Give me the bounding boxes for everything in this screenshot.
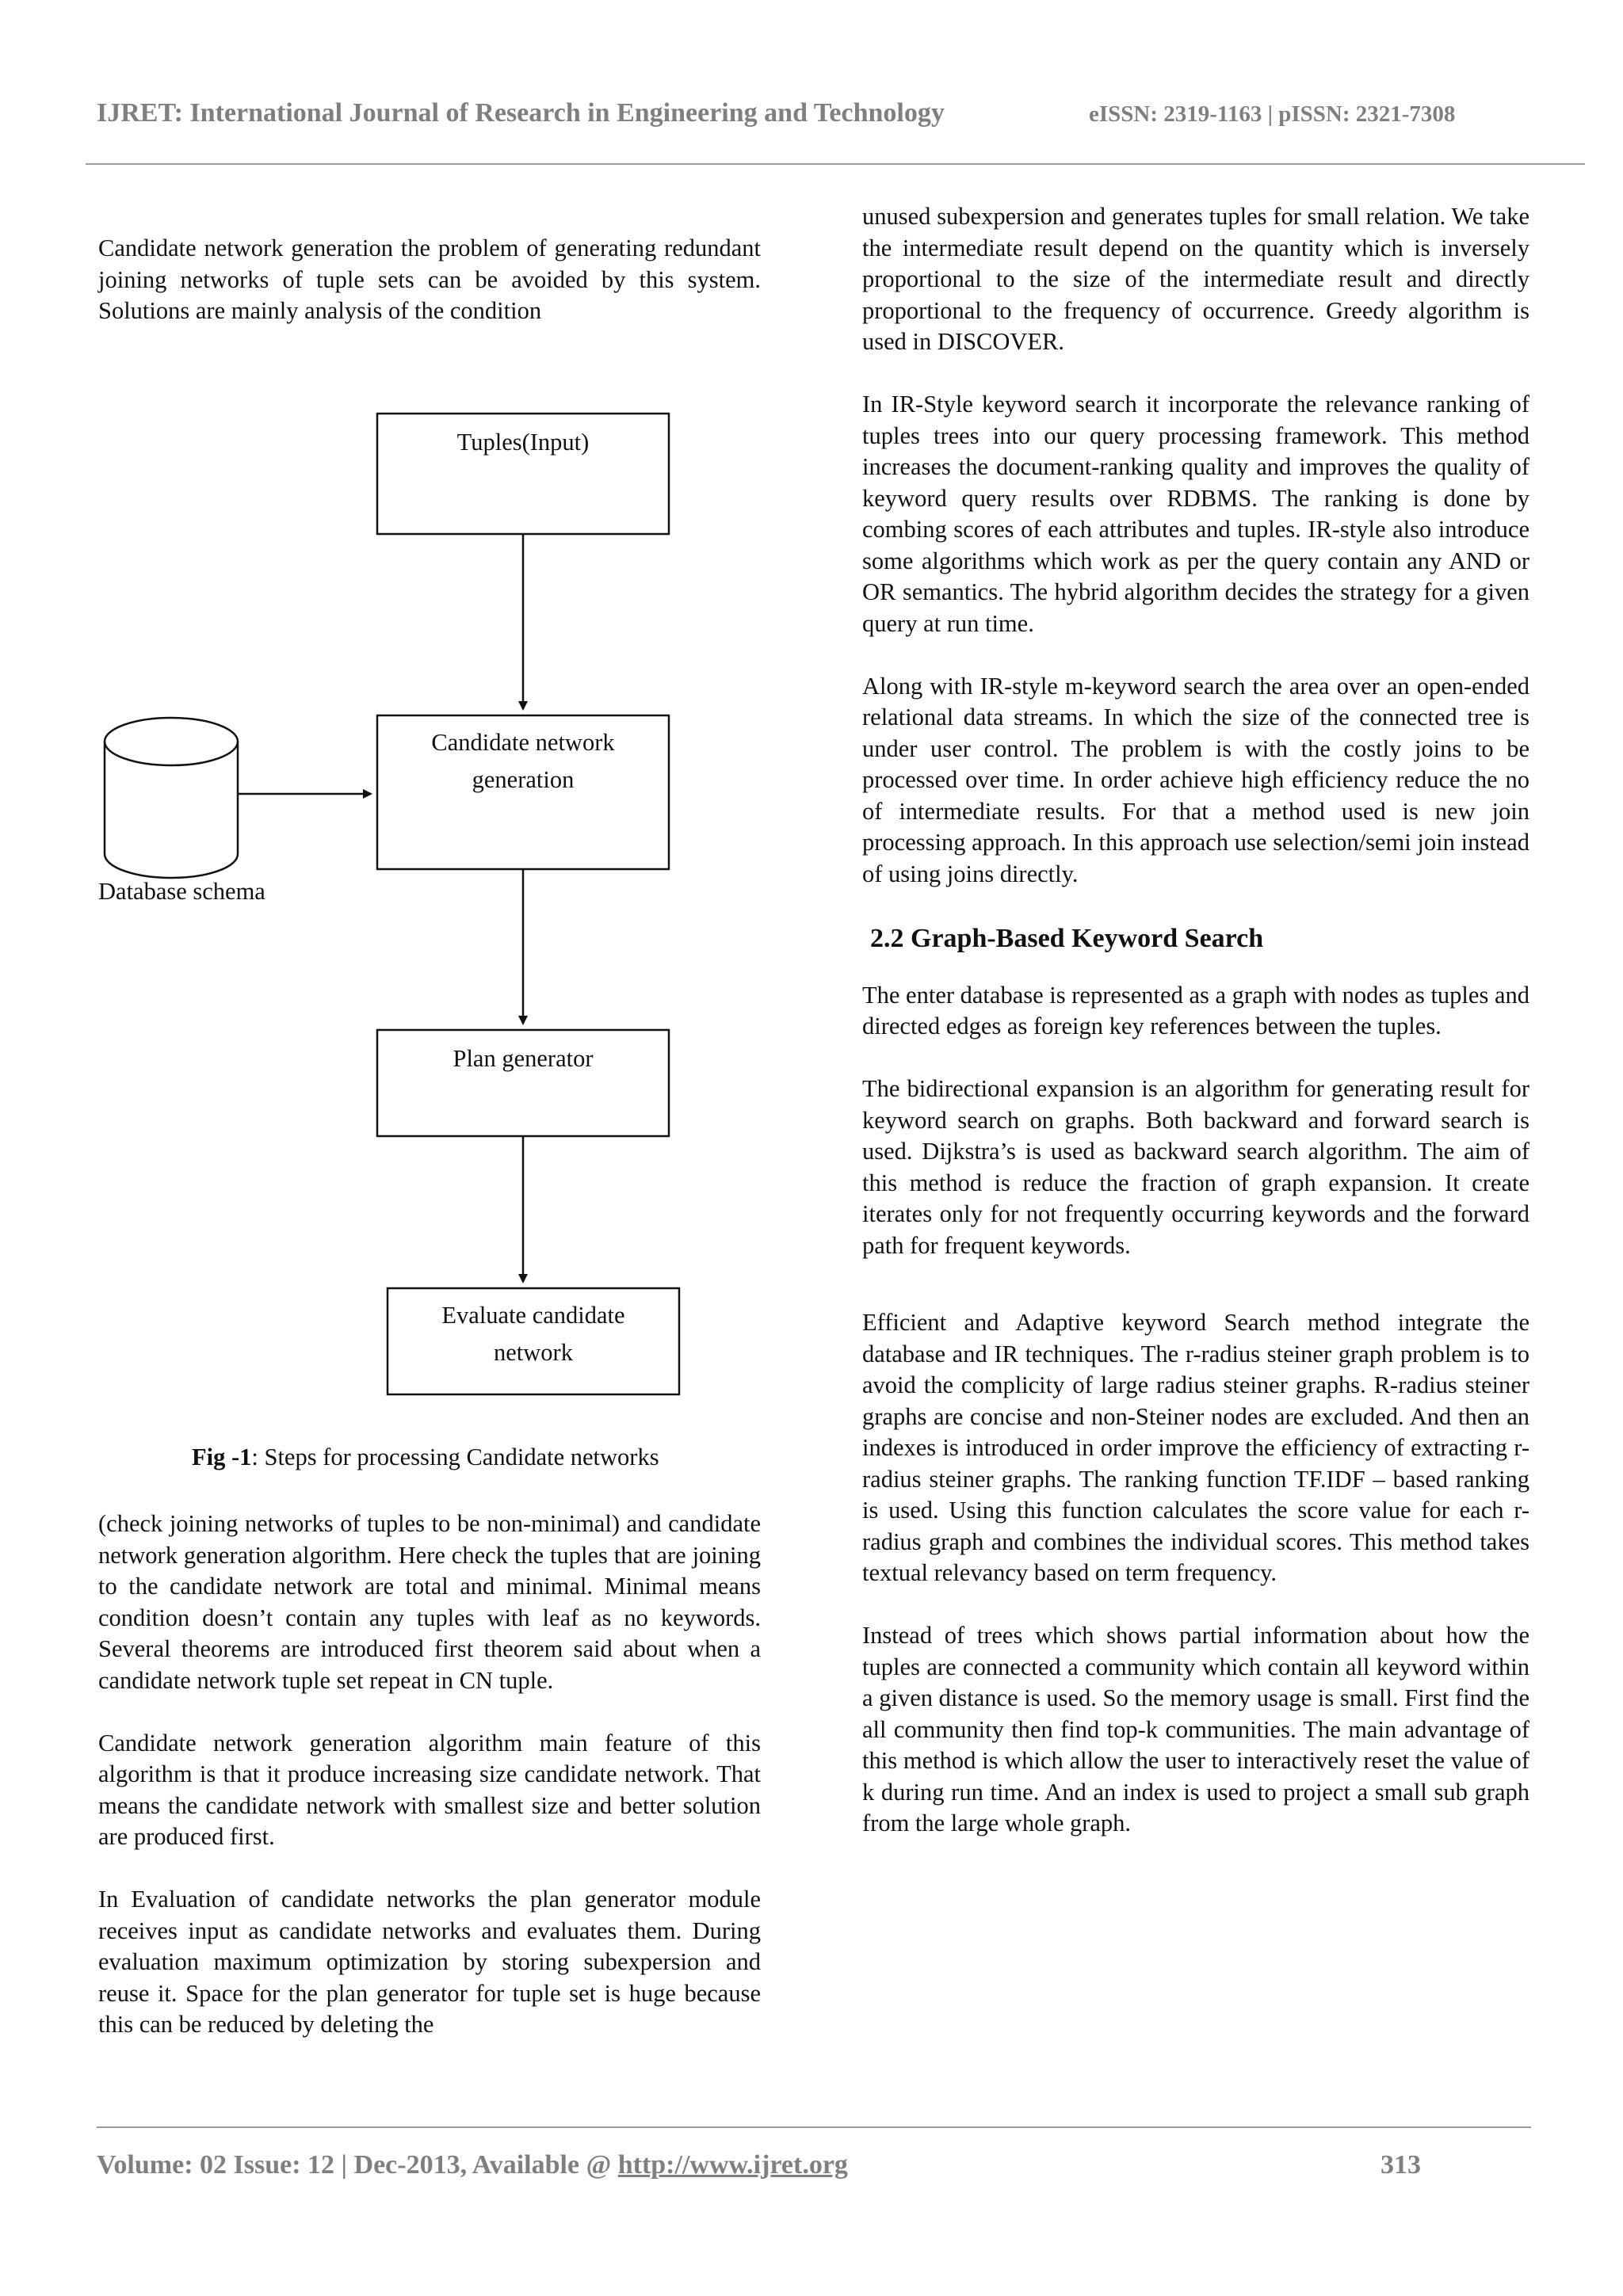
flowchart-figure: Tuples(Input) Candidate network generati… xyxy=(98,412,681,1396)
footer-volume-text: Volume: 02 Issue: 12 | Dec-2013, Availab… xyxy=(97,2150,618,2180)
left-column-top: Candidate network generation the problem… xyxy=(98,233,761,327)
figure-caption: Fig -1: Steps for processing Candidate n… xyxy=(192,1444,659,1471)
database-schema-label: Database schema xyxy=(98,878,265,905)
right-paragraph-7: Instead of trees which shows partial inf… xyxy=(862,1622,1529,1836)
tuples-input-label: Tuples(Input) xyxy=(457,429,590,456)
evaluate-candidate-label-line2: network xyxy=(494,1339,574,1366)
page-number: 313 xyxy=(1381,2150,1421,2180)
journal-link[interactable]: http://www.ijret.org xyxy=(617,2150,848,2180)
figure-caption-label: Fig -1 xyxy=(192,1444,252,1470)
database-cylinder-icon xyxy=(103,716,239,879)
right-paragraph-3: Along with IR-style m-keyword search the… xyxy=(862,672,1529,887)
journal-title: IJRET: International Journal of Research… xyxy=(97,98,945,128)
left-paragraph-2: Candidate network generation algorithm m… xyxy=(98,1729,761,1851)
right-paragraph-4: The enter database is represented as a g… xyxy=(862,981,1529,1040)
left-column-bottom: (check joining networks of tuples to be … xyxy=(98,1508,761,2041)
plan-generator-label: Plan generator xyxy=(453,1045,594,1072)
page-footer: Volume: 02 Issue: 12 | Dec-2013, Availab… xyxy=(97,2150,1531,2180)
figure-caption-text: : Steps for processing Candidate network… xyxy=(251,1444,659,1470)
section-heading: 2.2 Graph-Based Keyword Search xyxy=(870,923,1264,953)
left-paragraph-1: (check joining networks of tuples to be … xyxy=(98,1510,761,1694)
evaluate-candidate-label-line1: Evaluate candidate xyxy=(441,1302,624,1329)
evaluate-candidate-network-box xyxy=(386,1287,681,1396)
candidate-network-label-line1: Candidate network xyxy=(431,729,615,756)
right-column: unused subexpersion and generates tuples… xyxy=(862,201,1529,1840)
right-paragraph-2: In IR-Style keyword search it incorporat… xyxy=(862,391,1529,637)
right-paragraph-5: The bidirectional expansion is an algori… xyxy=(862,1075,1529,1259)
right-paragraph-1: unused subexpersion and generates tuples… xyxy=(862,203,1529,355)
candidate-network-label-line2: generation xyxy=(472,766,575,793)
header-rule xyxy=(86,163,1585,165)
intro-paragraph: Candidate network generation the problem… xyxy=(98,235,761,324)
footer-rule xyxy=(97,2126,1531,2128)
right-paragraph-6: Efficient and Adaptive keyword Search me… xyxy=(862,1309,1529,1586)
issn-info: eISSN: 2319-1163 | pISSN: 2321-7308 xyxy=(1089,101,1456,127)
left-paragraph-3: In Evaluation of candidate networks the … xyxy=(98,1886,761,2038)
